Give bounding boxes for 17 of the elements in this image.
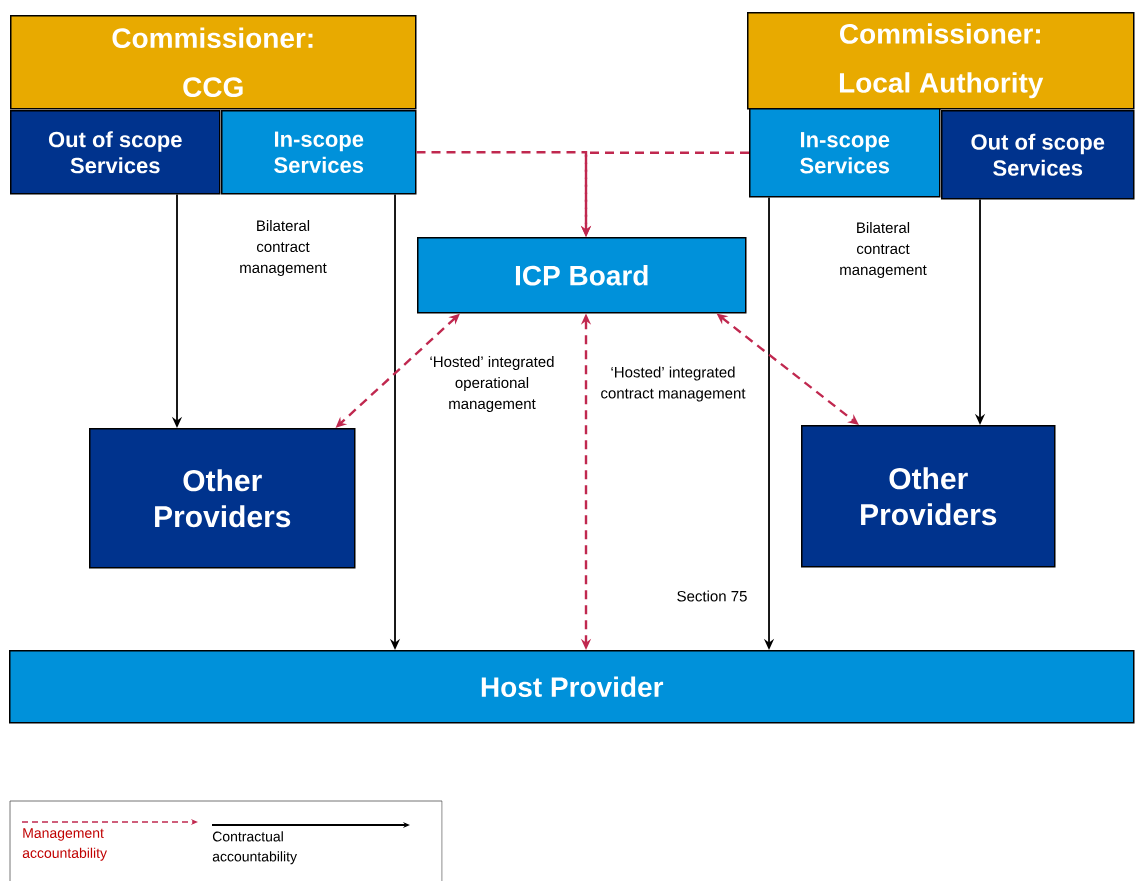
provider-box: Other Providers (801, 425, 1056, 568)
host-box: Host Provider (9, 650, 1135, 724)
service-box: Out of scope Services (941, 110, 1135, 200)
legend-text: Management accountability (22, 828, 107, 861)
service-box: In-scope Services (749, 108, 941, 198)
provider-box: Other Providers (89, 428, 356, 569)
note-text: Bilateral contract management (840, 222, 927, 278)
note-text: ‘Hosted’ integrated operational management (430, 356, 554, 412)
service-box: Out of scope Services (10, 110, 221, 195)
board-box: ICP Board (417, 237, 747, 314)
service-box: In-scope Services (221, 110, 417, 195)
header-box: Commissioner: Local Authority (747, 12, 1135, 110)
header-box: Commissioner: CCG (10, 15, 417, 110)
note-text: ‘Hosted’ integrated contract management (601, 366, 746, 402)
note-text: Section 75 (677, 590, 747, 602)
note-text: Bilateral contract management (240, 220, 327, 276)
legend-text: Contractual accountability (212, 831, 297, 865)
